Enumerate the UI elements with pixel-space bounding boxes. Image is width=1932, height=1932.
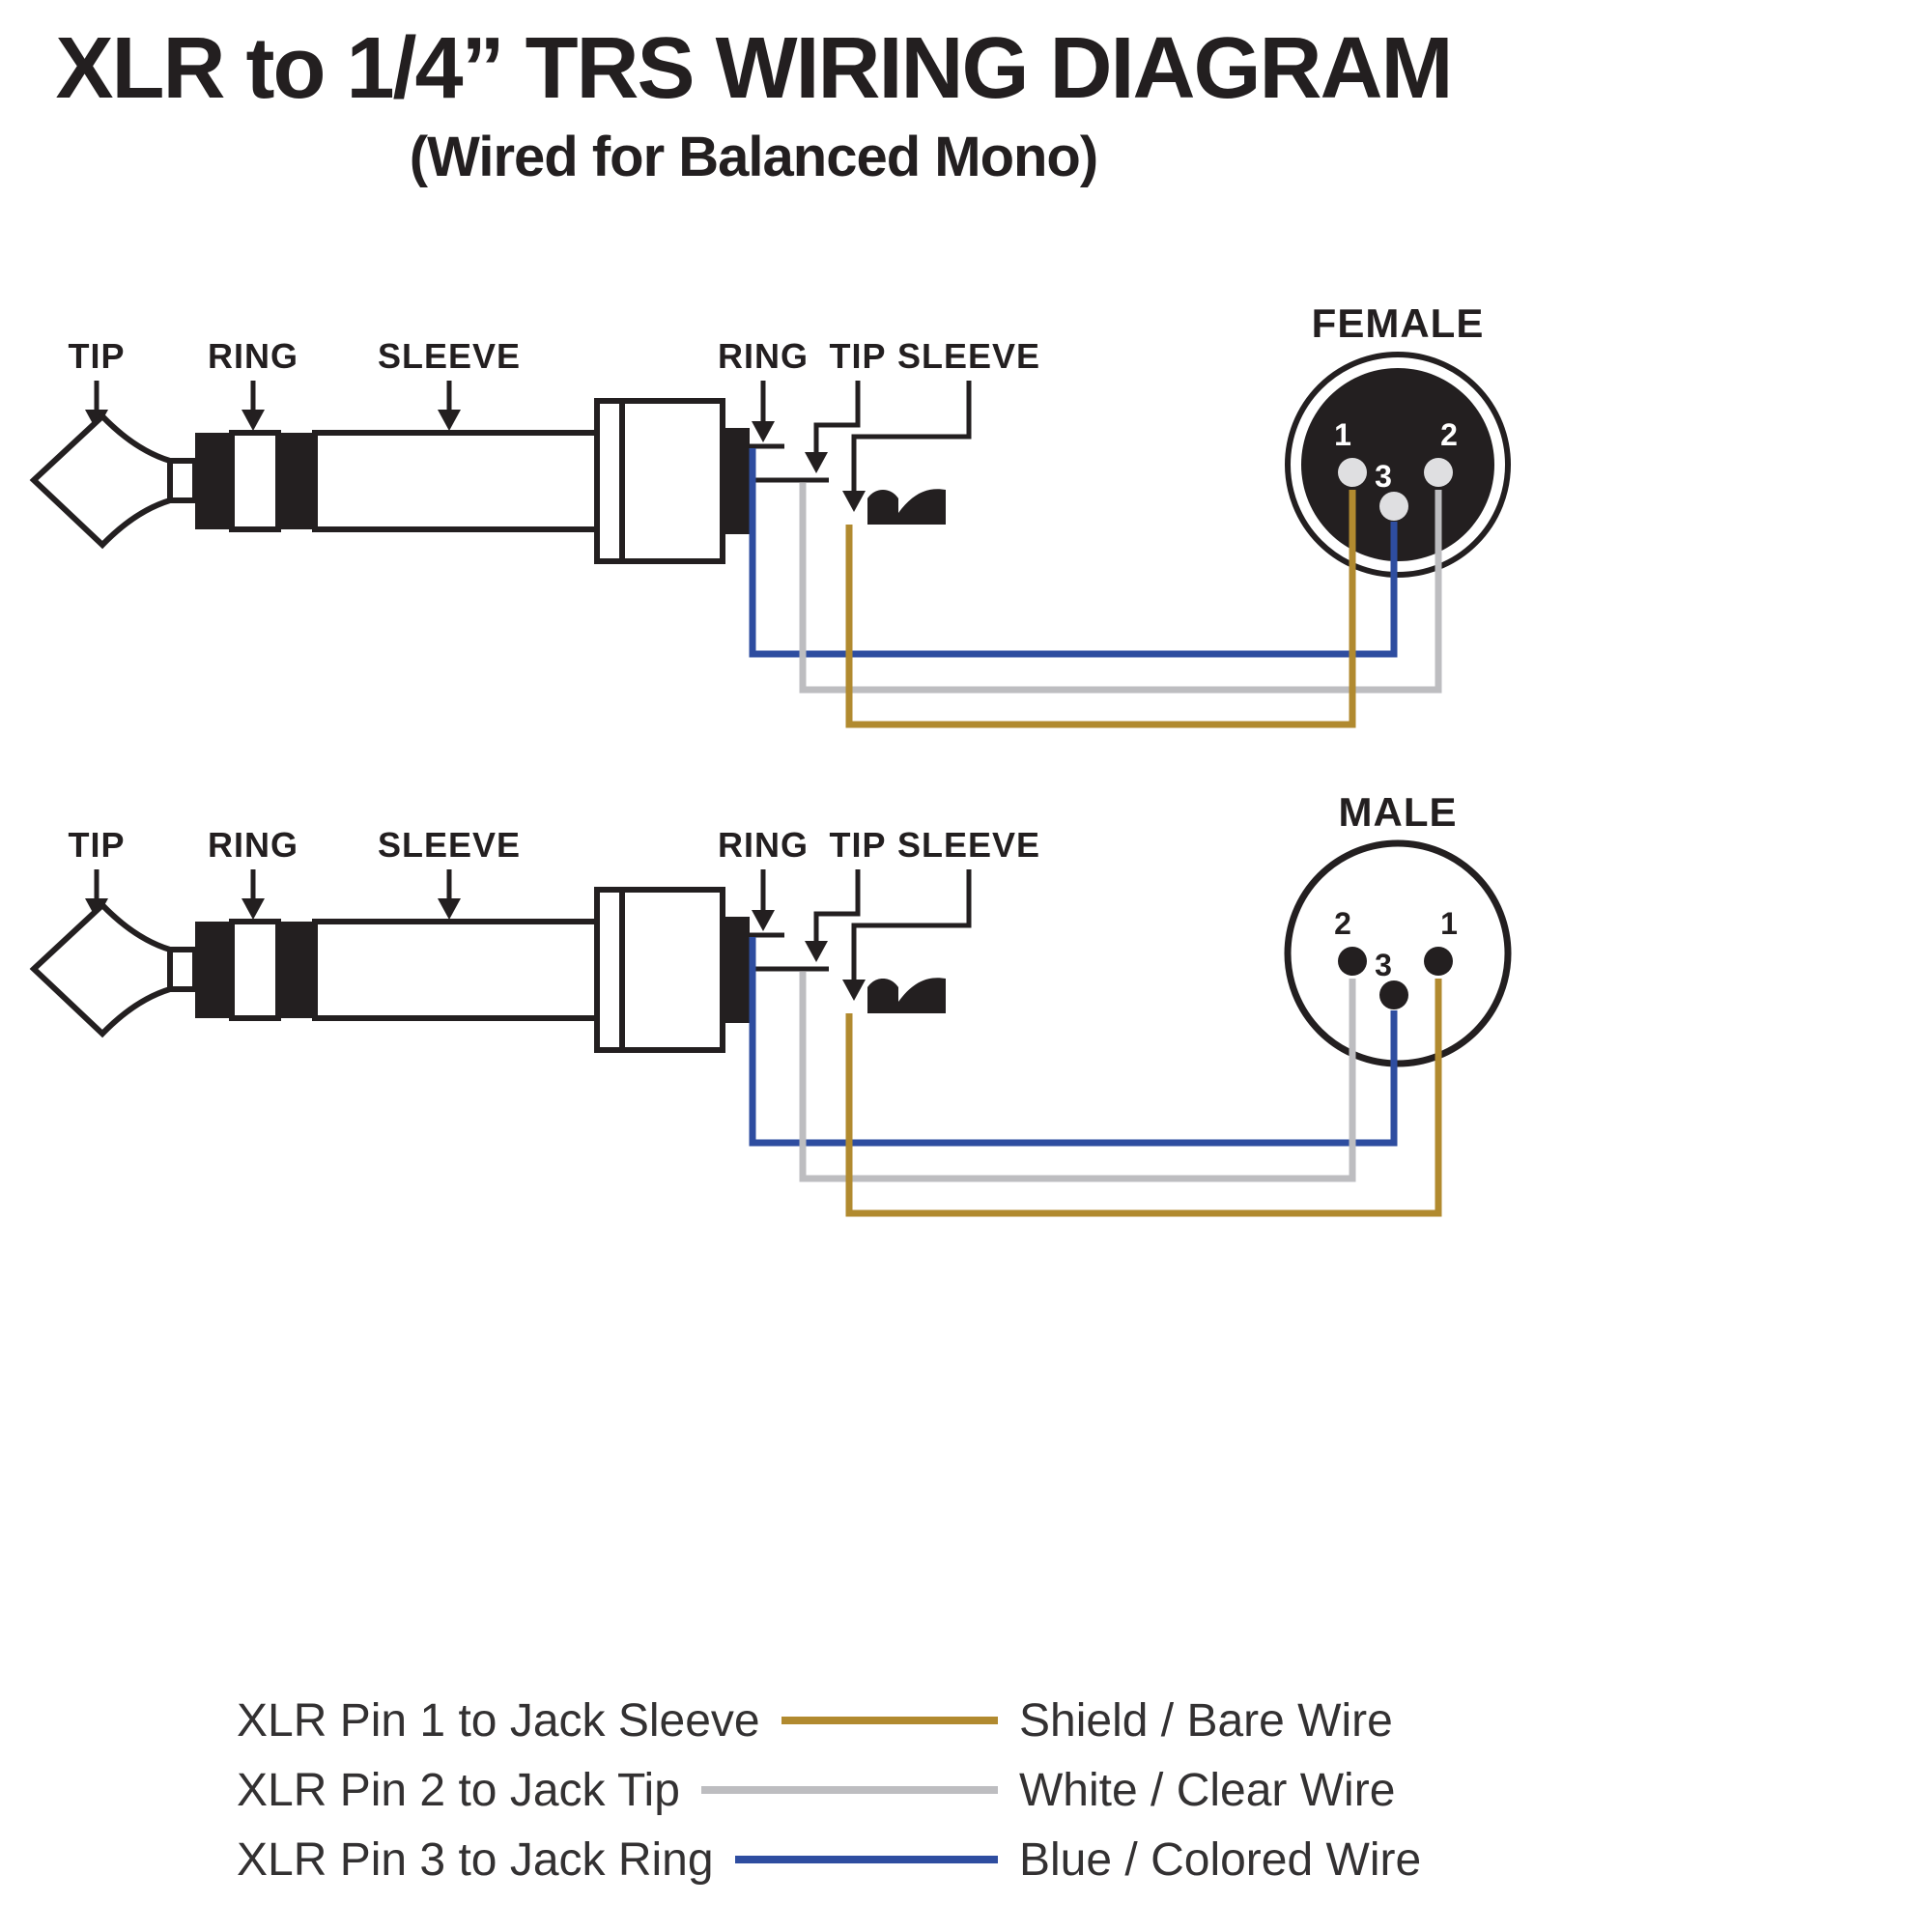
wire-shield-pin1 — [845, 490, 1356, 728]
label-tip-left: TIP — [68, 825, 125, 865]
female-pin-1-number: 1 — [1334, 417, 1351, 452]
wire-blue-pin3 — [749, 937, 1398, 1147]
legend-pin1-label: XLR Pin 1 to Jack Sleeve — [237, 1694, 760, 1747]
label-ring-right: RING — [718, 825, 809, 865]
legend-blue-wire-swatch — [734, 1856, 998, 1863]
legend-row-pin2: XLR Pin 2 to Jack Tip White / Clear Wire — [237, 1762, 1444, 1818]
plug-ring-band — [229, 919, 281, 1021]
label-sleeve-left: SLEEVE — [378, 336, 521, 376]
ring-arrow — [242, 869, 265, 920]
label-ring-right: RING — [718, 336, 809, 376]
top-diagram-female: TIP RING SLEEVE RING TIP SLEEVE — [29, 300, 1511, 728]
male-pin-3-number: 3 — [1375, 948, 1392, 982]
legend-white-wire-label: White / Clear Wire — [1019, 1764, 1396, 1816]
female-label: FEMALE — [1312, 300, 1485, 346]
male-label: MALE — [1339, 789, 1458, 835]
plug-sleeve-shaft — [312, 430, 600, 532]
male-pin-1-number: 1 — [1440, 906, 1458, 941]
title-block: XLR to 1/4” TRS WIRING DIAGRAM (Wired fo… — [0, 23, 1507, 189]
female-pin-3 — [1379, 492, 1408, 521]
legend-row-pin3: XLR Pin 3 to Jack Ring Blue / Colored Wi… — [237, 1832, 1444, 1888]
sleeve-terminal-arrow — [842, 381, 972, 512]
wire-white-pin2 — [799, 972, 1356, 1182]
label-tip-right: TIP — [829, 336, 886, 376]
tip-terminal-arrow — [805, 381, 861, 473]
label-sleeve-left: SLEEVE — [378, 825, 521, 865]
ring-terminal-arrow — [752, 869, 775, 931]
legend: XLR Pin 1 to Jack Sleeve Shield / Bare W… — [237, 1692, 1444, 1888]
legend-pin3-label: XLR Pin 3 to Jack Ring — [237, 1833, 714, 1886]
label-ring-left: RING — [208, 336, 298, 376]
male-pin-2-number: 2 — [1334, 906, 1351, 941]
legend-pin2-label: XLR Pin 2 to Jack Tip — [237, 1764, 680, 1816]
sleeve-terminal-arrow — [842, 869, 972, 1001]
plug-barrel — [619, 398, 725, 564]
plug-insulator-2 — [278, 433, 315, 529]
label-sleeve-right: SLEEVE — [897, 825, 1040, 865]
sleeve-lug — [867, 978, 946, 1013]
legend-blue-wire-label: Blue / Colored Wire — [1019, 1833, 1422, 1886]
sleeve-arrow — [438, 869, 461, 920]
plug-neck — [167, 947, 198, 992]
legend-white-wire-swatch — [700, 1786, 998, 1794]
ring-terminal-arrow — [752, 381, 775, 442]
female-face — [1301, 368, 1494, 561]
plug-rear-cap — [723, 917, 750, 1023]
female-pin-2 — [1424, 458, 1453, 487]
plug-rear-cap — [723, 428, 750, 534]
plug-barrel — [619, 887, 725, 1053]
female-pin-2-number: 2 — [1440, 417, 1458, 452]
plug-insulator-2 — [278, 922, 315, 1018]
wire-white-pin2 — [799, 483, 1442, 694]
page-title: XLR to 1/4” TRS WIRING DIAGRAM — [55, 20, 1454, 117]
plug-tip — [29, 900, 173, 1038]
plug-collar — [594, 887, 625, 1053]
male-pin-2 — [1338, 947, 1367, 976]
plug-tip — [29, 412, 173, 550]
female-pin-3-number: 3 — [1375, 459, 1392, 494]
sleeve-lug — [867, 489, 946, 525]
plug-sleeve-shaft — [312, 919, 600, 1021]
tip-terminal-arrow — [805, 869, 861, 962]
plug-ring-band — [229, 430, 281, 532]
trs-plug — [29, 887, 946, 1053]
plug-collar — [594, 398, 625, 564]
male-pin-3 — [1379, 980, 1408, 1009]
plug-neck — [167, 458, 198, 503]
trs-plug — [29, 398, 946, 564]
legend-row-pin1: XLR Pin 1 to Jack Sleeve Shield / Bare W… — [237, 1692, 1444, 1748]
ring-arrow — [242, 381, 265, 431]
label-tip-left: TIP — [68, 336, 125, 376]
plug-insulator-1 — [195, 433, 232, 529]
label-tip-right: TIP — [829, 825, 886, 865]
plug-insulator-1 — [195, 922, 232, 1018]
bottom-diagram-male: TIP RING SLEEVE RING TIP SLEEVE — [29, 789, 1512, 1217]
label-sleeve-right: SLEEVE — [897, 336, 1040, 376]
wire-shield-pin1 — [845, 979, 1442, 1217]
wire-blue-pin3 — [749, 448, 1398, 658]
sleeve-arrow — [438, 381, 461, 431]
page-subtitle: (Wired for Balanced Mono) — [409, 125, 1098, 188]
female-pin-1 — [1338, 458, 1367, 487]
label-ring-left: RING — [208, 825, 298, 865]
male-shell — [1284, 839, 1512, 1067]
legend-shield-wire-label: Shield / Bare Wire — [1019, 1694, 1393, 1747]
male-pin-1 — [1424, 947, 1453, 976]
legend-shield-wire-swatch — [781, 1717, 998, 1724]
